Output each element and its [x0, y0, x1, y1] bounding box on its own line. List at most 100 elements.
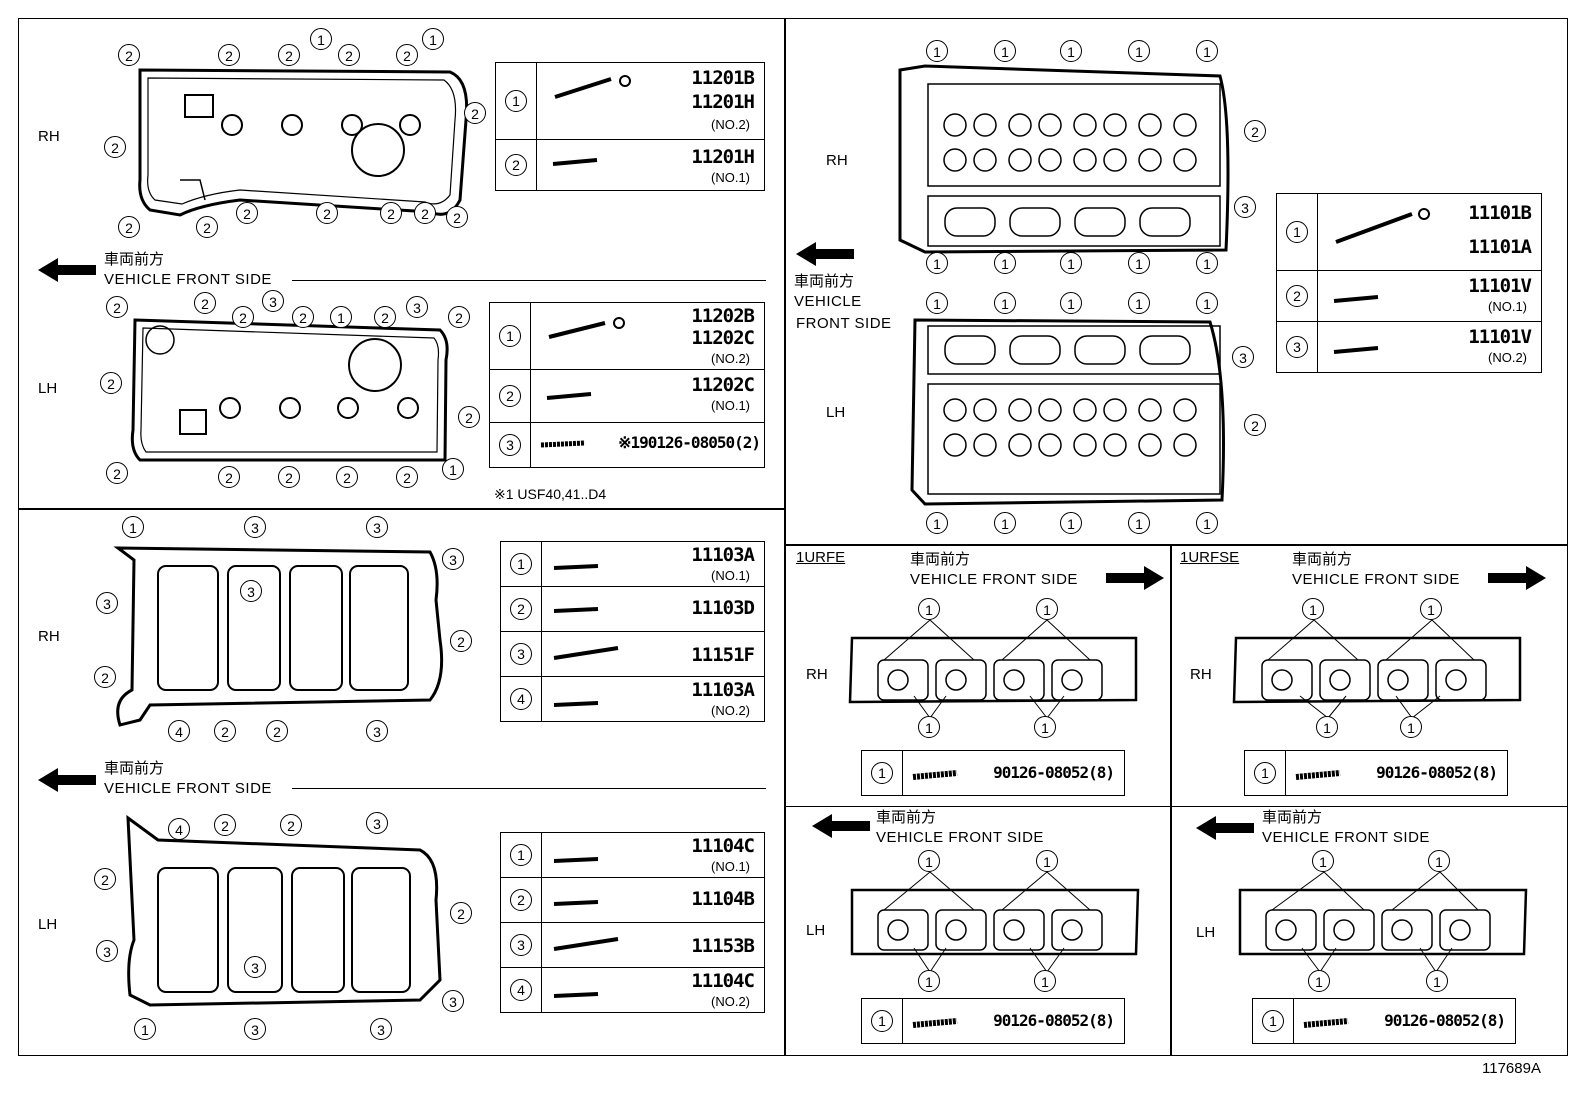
callout: 3 — [366, 812, 388, 834]
row-index: 3 — [1286, 336, 1308, 358]
front-en-line2: FRONT SIDE — [796, 315, 892, 332]
rh-label: RH — [38, 628, 60, 645]
callout: 1 — [1400, 716, 1422, 738]
callout: 3 — [96, 592, 118, 614]
bolt-icon — [553, 701, 599, 707]
rh-label: RH — [806, 666, 828, 683]
part-number: 11153B — [691, 935, 755, 957]
lh-label: LH — [806, 922, 826, 939]
part-number: 11101V — [1468, 326, 1532, 348]
part-number: 11101V — [1468, 275, 1532, 297]
front-en-label: VEHICLE FRONT SIDE — [1262, 829, 1430, 846]
row-index: 3 — [510, 934, 532, 956]
front-arrow-icon — [1106, 566, 1164, 590]
callout: 1 — [926, 252, 948, 274]
parts-table-cam-rh: 1 11201B 11201H (NO.2) 2 11201H (NO.1) — [495, 62, 765, 191]
row-index: 3 — [499, 434, 521, 456]
callout: 4 — [168, 818, 190, 840]
callout: 2 — [106, 462, 128, 484]
callout: 1 — [310, 28, 332, 50]
part-number: 11104C — [691, 970, 755, 992]
parts-table-1urfe-lh: 1 90126-08052(8) — [861, 998, 1125, 1044]
front-en-line1: VEHICLE — [794, 293, 862, 310]
stud-icon — [540, 440, 586, 448]
panel-1urfe — [784, 544, 1172, 1056]
row-index: 2 — [510, 889, 532, 911]
row-index: 1 — [871, 1010, 893, 1032]
part-number: 11101A — [1468, 236, 1532, 258]
callout: 2 — [380, 202, 402, 224]
callout: 3 — [240, 580, 262, 602]
front-en-label: VEHICLE FRONT SIDE — [104, 271, 272, 288]
front-jp-label: 車両前方 — [910, 550, 971, 568]
part-note: (NO.2) — [711, 994, 750, 1009]
front-jp-label: 車両前方 — [1292, 550, 1353, 568]
divider-1urfe — [784, 806, 1568, 807]
callout: 1 — [1034, 716, 1056, 738]
parts-table-lower-lh: 1 11104C (NO.1) 2 11104B 3 11153B 4 1110… — [500, 832, 765, 1013]
bolt-icon — [553, 646, 619, 660]
callout: 1 — [422, 28, 444, 50]
front-line — [292, 788, 766, 789]
row-index: 2 — [510, 598, 532, 620]
panel-1urfse — [1170, 544, 1568, 1056]
bolt-icon — [553, 564, 599, 570]
callout: 2 — [464, 102, 486, 124]
rh-label: RH — [826, 152, 848, 169]
callout: 1 — [1316, 716, 1338, 738]
lh-label: LH — [826, 404, 846, 421]
callout: 1 — [994, 252, 1016, 274]
part-number: ※190126-08050(2) — [618, 433, 761, 452]
row-index: 1 — [1286, 221, 1308, 243]
row-index: 2 — [1286, 285, 1308, 307]
row-index: 1 — [871, 762, 893, 784]
part-note: (NO.2) — [711, 703, 750, 718]
callout: 1 — [1036, 850, 1058, 872]
front-en-label: VEHICLE FRONT SIDE — [910, 571, 1078, 588]
callout: 1 — [926, 512, 948, 534]
callout: 2 — [236, 202, 258, 224]
callout: 1 — [1196, 292, 1218, 314]
row-index: 1 — [1262, 1010, 1284, 1032]
callout: 1 — [1060, 40, 1082, 62]
part-number: 90126-08052(8) — [993, 1011, 1115, 1030]
row-index: 3 — [510, 643, 532, 665]
callout: 1 — [1196, 252, 1218, 274]
part-note: (NO.1) — [711, 859, 750, 874]
parts-table-1urfse-rh: 1 90126-08052(8) — [1244, 750, 1508, 796]
front-jp-label: 車両前方 — [104, 250, 165, 268]
callout: 2 — [100, 372, 122, 394]
bolt-icon — [552, 158, 598, 166]
front-arrow-icon — [812, 814, 870, 838]
part-number: 11101B — [1468, 202, 1532, 224]
stud-icon — [912, 770, 958, 780]
callout: 3 — [366, 720, 388, 742]
front-en-label: VEHICLE FRONT SIDE — [1292, 571, 1460, 588]
callout: 4 — [168, 720, 190, 742]
part-note: (NO.2) — [711, 117, 750, 132]
callout: 1 — [918, 598, 940, 620]
callout: 3 — [1234, 196, 1256, 218]
bolt-icon — [553, 857, 599, 863]
rh-label: RH — [38, 128, 60, 145]
callout: 3 — [96, 940, 118, 962]
part-number: 11151F — [691, 644, 755, 666]
front-en-label: VEHICLE FRONT SIDE — [876, 829, 1044, 846]
callout: 2 — [218, 466, 240, 488]
callout: 3 — [406, 296, 428, 318]
callout: 3 — [442, 990, 464, 1012]
bolt-icon — [546, 392, 592, 400]
part-number: 11202C — [691, 374, 755, 396]
panel-cam-cover — [18, 18, 786, 510]
part-number: 11201H — [691, 91, 755, 113]
callout: 2 — [336, 466, 358, 488]
parts-table-cam-lh: 1 11202B 11202C (NO.2) 2 11202C (NO.1) 3… — [489, 302, 765, 468]
front-arrow-icon — [38, 258, 96, 282]
stud-icon — [1295, 770, 1341, 780]
front-en-label: VEHICLE FRONT SIDE — [104, 780, 272, 797]
parts-table-head-bolts: 1 11101B 11101A 2 11101V (NO.1) 3 11101V… — [1276, 193, 1542, 373]
callout: 1 — [1060, 252, 1082, 274]
